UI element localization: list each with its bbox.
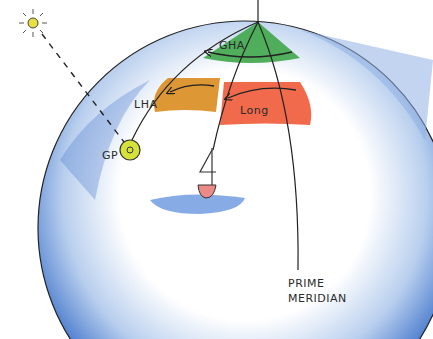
sun-ray <box>42 34 124 142</box>
water-patch <box>150 194 245 214</box>
prime-meridian <box>258 22 298 270</box>
gp-marker <box>120 140 140 160</box>
gha-arrow <box>208 52 292 57</box>
gp-meridian <box>132 22 258 140</box>
sun-symbol <box>19 9 47 37</box>
lha-arrow <box>170 85 214 92</box>
boat-meridian <box>213 22 258 150</box>
gha-wedge <box>203 22 300 63</box>
globe <box>38 21 433 339</box>
long-wedge <box>220 82 311 125</box>
pole-axis <box>257 0 258 24</box>
boat-symbol <box>198 148 216 198</box>
lha-wedge <box>154 78 220 112</box>
gha-label: GHA <box>212 38 252 53</box>
long-label: Long <box>240 103 290 118</box>
meridian-label: PRIME MERIDIAN <box>288 276 378 306</box>
lha-label: LHA <box>134 97 174 112</box>
sky-wash <box>300 30 433 140</box>
gp-label: GP <box>102 148 132 163</box>
long-arrow <box>228 88 296 98</box>
